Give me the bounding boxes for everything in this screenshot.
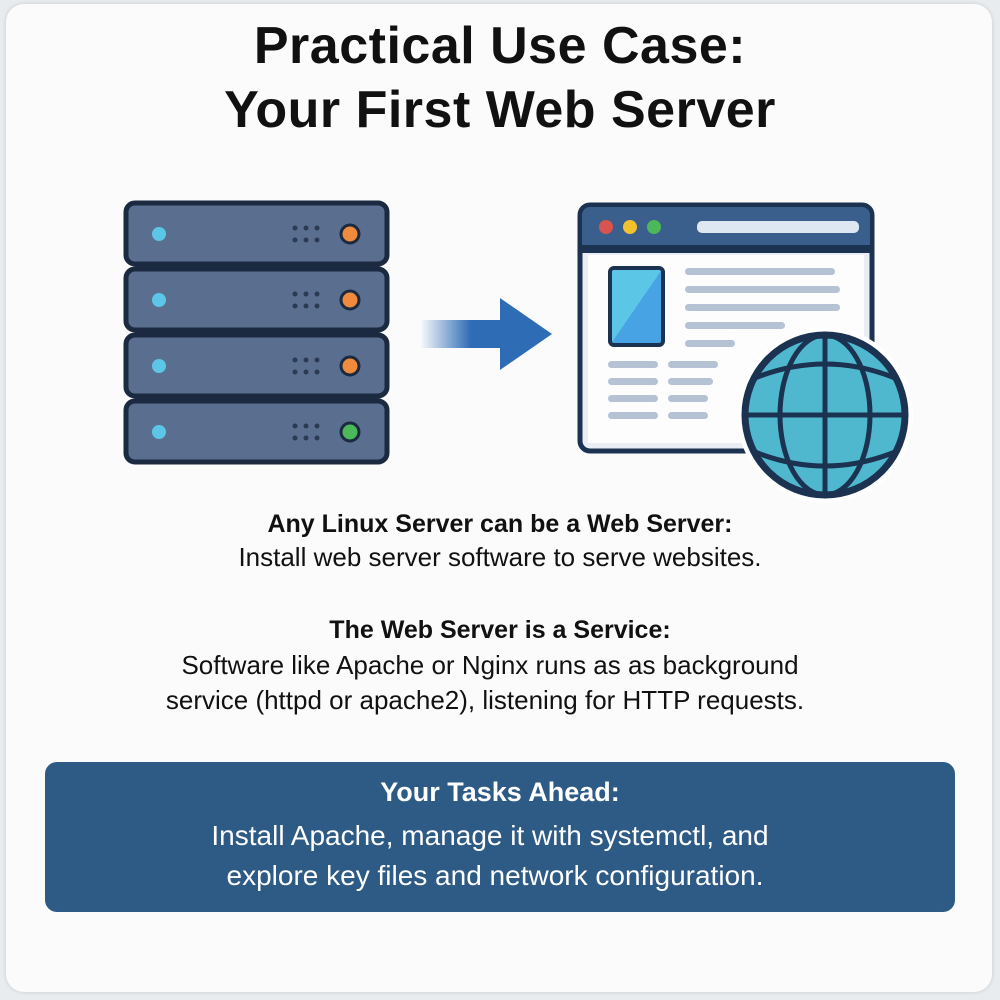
arrow-right-icon xyxy=(420,298,552,370)
tasks-panel: Your Tasks Ahead: Install Apache, manage… xyxy=(45,762,955,912)
server-unit xyxy=(123,332,390,399)
tasks-line-1: Install Apache, manage it with systemctl… xyxy=(211,820,769,851)
section1-text: Install web server software to serve web… xyxy=(238,542,762,572)
status-led-icon xyxy=(339,289,361,311)
globe-icon xyxy=(737,327,913,503)
power-led-icon xyxy=(152,359,166,373)
title-line-1: Practical Use Case: xyxy=(253,17,747,75)
illustration xyxy=(123,200,913,503)
tasks-heading: Your Tasks Ahead: xyxy=(380,777,620,807)
browser-window-icon xyxy=(577,202,875,454)
section2-line-2: service (httpd or apache2), listening fo… xyxy=(165,685,805,715)
server-rack-icon xyxy=(123,200,390,465)
title-line-2: Your First Web Server xyxy=(224,81,776,139)
section2-line-1: Software like Apache or Nginx runs as as… xyxy=(181,650,799,680)
status-led-icon xyxy=(339,223,361,245)
status-led-icon xyxy=(339,421,361,443)
tasks-line-2: explore key files and network configurat… xyxy=(226,860,764,891)
power-led-icon xyxy=(152,425,166,439)
status-led-icon xyxy=(339,355,361,377)
server-unit xyxy=(123,266,390,333)
server-unit xyxy=(123,200,390,267)
section1-heading: Any Linux Server can be a Web Server: xyxy=(267,510,733,538)
power-led-icon xyxy=(152,293,166,307)
section2-heading: The Web Server is a Service: xyxy=(329,616,671,644)
server-unit xyxy=(123,398,390,465)
power-led-icon xyxy=(152,227,166,241)
